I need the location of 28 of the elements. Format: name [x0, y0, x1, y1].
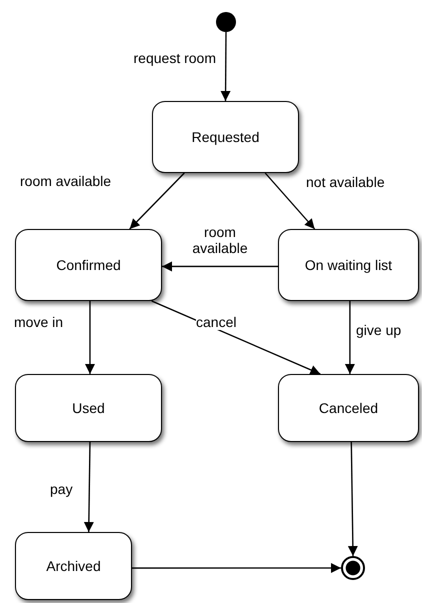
edge-label: not available [306, 174, 385, 190]
transition-arrow [84, 301, 95, 374]
transition-arrow [129, 172, 185, 230]
state-name: Canceled [318, 400, 378, 416]
transition-arrow [132, 563, 341, 573]
edge-label: room available [20, 173, 112, 190]
transition-arrow [84, 442, 94, 532]
state-box [15, 229, 162, 301]
state-name: Confirmed [56, 257, 121, 273]
state-name: Archived [46, 558, 101, 574]
state-box [278, 374, 419, 442]
state-name: Used [72, 400, 105, 416]
edge-label: give up [356, 322, 402, 338]
transition-arrow [264, 172, 316, 230]
transition-arrow [162, 261, 278, 272]
state-box [15, 532, 132, 600]
state-box [152, 101, 299, 173]
transition-arrow [220, 32, 231, 101]
state-name: On waiting list [304, 257, 392, 273]
transition-arrow [348, 442, 358, 556]
state-name: Requested [192, 129, 260, 145]
edge-label: cancel [196, 314, 236, 330]
transition-arrow [344, 301, 355, 374]
final-state-dot [341, 556, 365, 580]
state-box [278, 229, 419, 301]
state-box [15, 374, 162, 442]
edge-label: move in [14, 314, 64, 330]
initial-state-dot [216, 12, 236, 32]
